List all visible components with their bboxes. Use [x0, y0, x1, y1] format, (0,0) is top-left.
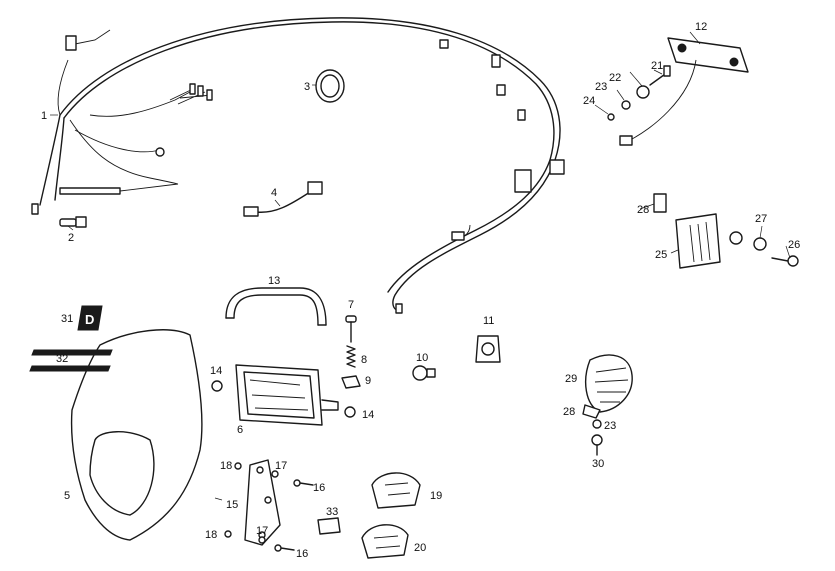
part-16-screw [274, 544, 295, 552]
part-3-clamp [315, 69, 345, 103]
callout-18a: 18 [220, 460, 232, 472]
callout-28b: 28 [563, 406, 575, 418]
part-32-stripe-decals [29, 349, 113, 372]
callout-18b: 18 [205, 529, 217, 541]
part-30-screw [591, 434, 603, 456]
callout-9: 9 [365, 375, 371, 387]
decal-letter: D [85, 312, 94, 327]
part-17-washer [258, 536, 266, 544]
part-33-clip [317, 517, 341, 535]
callout-17b: 17 [256, 525, 268, 537]
part-14-nut [344, 406, 356, 418]
callout-21: 21 [651, 60, 663, 72]
callout-19: 19 [430, 490, 442, 502]
callout-22: 22 [609, 72, 621, 84]
callout-33: 33 [326, 506, 338, 518]
callout-1: 1 [41, 110, 47, 122]
callout-31: 31 [61, 313, 73, 325]
callout-28a: 28 [637, 204, 649, 216]
part-9-square-nut [341, 375, 361, 389]
part-20-switch-housing [361, 524, 409, 559]
part-28-clip [582, 404, 601, 419]
callout-10: 10 [416, 352, 428, 364]
part-23-washer [621, 100, 631, 110]
part-29-horn [584, 354, 633, 413]
part-4-connector-lead [243, 181, 323, 217]
leader-lines [50, 31, 791, 501]
callout-24: 24 [583, 95, 595, 107]
callout-3: 3 [304, 81, 310, 93]
callout-32: 32 [56, 353, 68, 365]
part-7-screw [345, 315, 357, 343]
callout-5: 5 [64, 490, 70, 502]
part-18-nut [224, 530, 232, 538]
callout-16a: 16 [313, 482, 325, 494]
part-8-spring [346, 345, 356, 368]
callout-26: 26 [788, 239, 800, 251]
part-28-clip [653, 193, 667, 213]
part-18-nut [234, 462, 242, 470]
part-6-headlight [235, 364, 339, 426]
part-10-bulb [412, 365, 436, 381]
callout-12: 12 [695, 21, 707, 33]
callout-29: 29 [565, 373, 577, 385]
part-16-screw [293, 479, 314, 487]
callout-27: 27 [755, 213, 767, 225]
callout-7: 7 [348, 299, 354, 311]
callout-14a: 14 [210, 365, 222, 377]
part-31-decal: D [77, 305, 103, 331]
part-26-screw [771, 255, 799, 267]
callout-15: 15 [226, 499, 238, 511]
callout-25: 25 [655, 249, 667, 261]
part-23-washer [592, 419, 602, 429]
callout-23a: 23 [595, 81, 607, 93]
part-22-grommet [636, 85, 650, 99]
part-27-washer [753, 237, 767, 251]
callout-17a: 17 [275, 460, 287, 472]
callout-4: 4 [271, 187, 277, 199]
callout-11: 11 [483, 315, 494, 327]
callout-30: 30 [592, 458, 604, 470]
callout-2: 2 [68, 232, 74, 244]
part-27-washer [729, 231, 743, 245]
part-21-bolt [649, 65, 671, 86]
part-14-nut [211, 380, 223, 392]
part-13-strap [225, 287, 327, 326]
callout-14b: 14 [362, 409, 374, 421]
part-19-switch-housing [371, 472, 421, 509]
part-25-regulator [675, 213, 721, 269]
part-24-nut [607, 113, 615, 121]
part-5-fairing [70, 329, 203, 541]
part-12-rear-light [619, 37, 749, 146]
callout-8: 8 [361, 354, 367, 366]
callout-13: 13 [268, 275, 280, 287]
part-11-bulb-holder [475, 335, 501, 363]
part-2-fastener [59, 216, 87, 228]
part-15-bracket [244, 459, 281, 546]
callout-6: 6 [237, 424, 243, 436]
callout-labels: 1 2 3 4 5 6 7 8 9 10 11 12 13 14 14 15 1… [41, 21, 800, 560]
part-17-washer [271, 470, 279, 478]
callout-20: 20 [414, 542, 426, 554]
wiring-harness [31, 17, 565, 314]
callout-23b: 23 [604, 420, 616, 432]
callout-16b: 16 [296, 548, 308, 560]
